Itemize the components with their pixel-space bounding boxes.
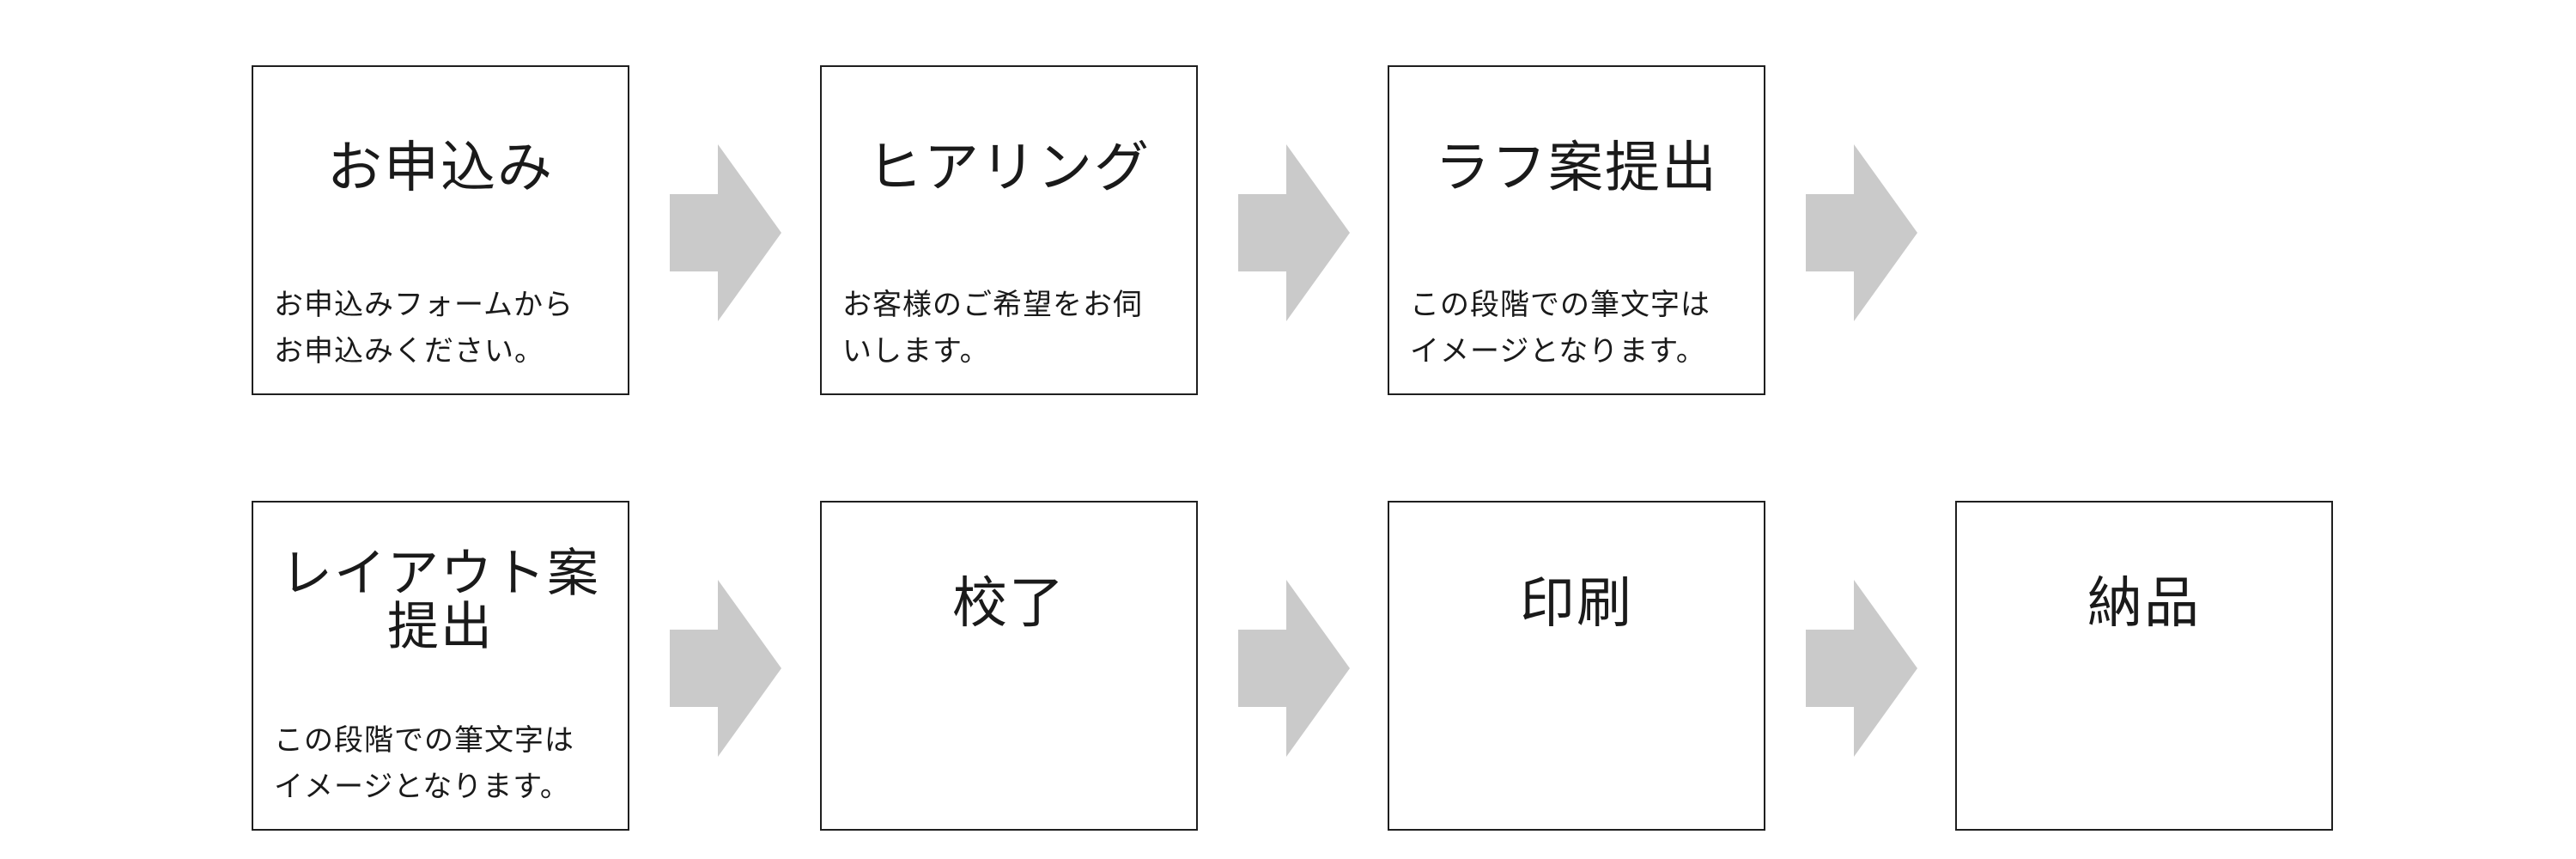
step-box-layout-draft: レイアウト案 提出 この段階での筆文字は イメージとなります。 (252, 501, 629, 831)
step-title: レイアウト案 提出 (281, 544, 600, 657)
step-title: ラフ案提出 (1435, 137, 1718, 200)
step-description: お客様のご希望をお伺 いします。 (842, 288, 1143, 369)
step-box-delivery: 納品 (1955, 501, 2333, 831)
step-title: お申込み (327, 137, 554, 200)
step-box-proof-approval: 校了 (820, 501, 1198, 831)
right-arrow-icon (670, 580, 781, 757)
right-arrow-icon (1806, 580, 1917, 757)
step-box-printing: 印刷 (1388, 501, 1765, 831)
step-box-application: お申込み お申込みフォームから お申込みください。 (252, 65, 629, 395)
step-title: 校了 (952, 572, 1066, 636)
right-arrow-icon (1238, 144, 1350, 321)
step-description: この段階での筆文字は イメージとなります。 (1410, 288, 1710, 369)
step-description: この段階での筆文字は イメージとなります。 (274, 723, 574, 804)
step-title: 納品 (2087, 572, 2201, 636)
step-description: お申込みフォームから お申込みください。 (274, 288, 574, 369)
step-box-hearing: ヒアリング お客様のご希望をお伺 いします。 (820, 65, 1198, 395)
step-title: 印刷 (1520, 572, 1633, 636)
right-arrow-icon (670, 144, 781, 321)
step-title: ヒアリング (867, 137, 1151, 200)
step-box-rough-draft: ラフ案提出 この段階での筆文字は イメージとなります。 (1388, 65, 1765, 395)
right-arrow-icon (1238, 580, 1350, 757)
right-arrow-icon (1806, 144, 1917, 321)
